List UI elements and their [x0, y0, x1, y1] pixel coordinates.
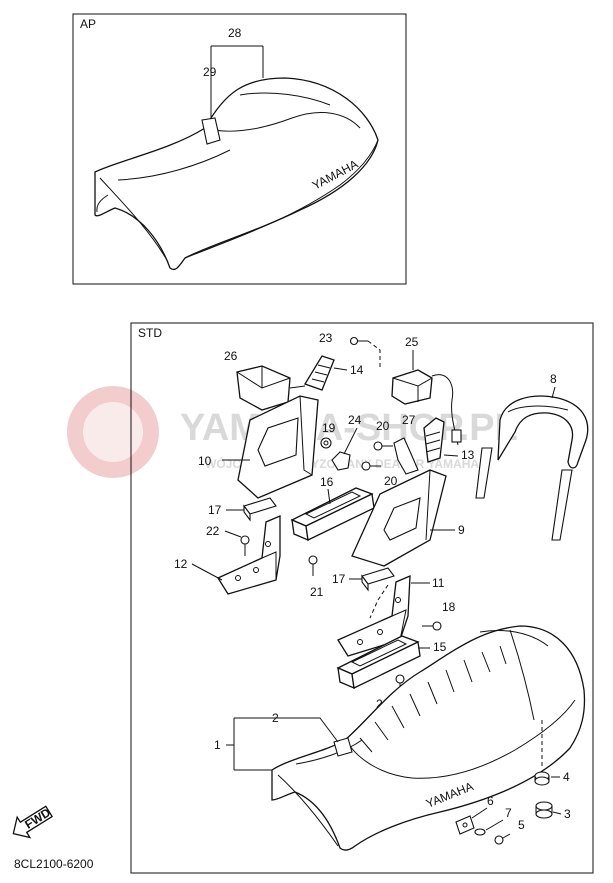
part-19-nut	[320, 437, 332, 449]
panel-std-title: STD	[138, 326, 162, 340]
part-6-plate	[455, 815, 475, 835]
callout-11: 11	[432, 576, 445, 590]
part-20-bolts	[361, 441, 393, 471]
part-7-washer	[474, 828, 486, 836]
callout-16: 16	[320, 475, 334, 489]
part-12-bracket	[217, 515, 281, 595]
part-23-screw	[349, 336, 368, 346]
callout-26: 26	[224, 349, 238, 363]
callout-21-a: 21	[310, 585, 324, 599]
callout-28: 28	[228, 26, 242, 40]
part-4-grommet	[534, 771, 550, 786]
callout-6: 6	[487, 794, 494, 808]
callout-24: 24	[348, 413, 362, 427]
part-11-bracket	[337, 574, 411, 657]
callout-20-b: 20	[384, 474, 398, 488]
callout-20-a: 20	[376, 419, 390, 433]
part-26-switch	[236, 365, 306, 411]
part-3-damper	[535, 801, 553, 819]
fwd-label: FWD	[22, 805, 53, 832]
callout-9: 9	[458, 523, 465, 537]
part-27-bracket	[393, 437, 419, 475]
callout-17-b: 17	[332, 572, 346, 586]
callout-22: 22	[206, 524, 220, 538]
part-13-grip	[423, 417, 445, 463]
callout-7: 7	[505, 806, 512, 820]
callout-5: 5	[518, 818, 525, 832]
part-16-pad	[290, 487, 375, 542]
part-15-pad	[336, 635, 421, 690]
panel-ap-title: AP	[80, 17, 96, 31]
seat-ap: YAMAHA	[94, 77, 379, 271]
part-17-spacer-right	[361, 567, 395, 592]
callout-29: 29	[203, 65, 217, 79]
part-25-switch	[391, 369, 462, 446]
part-10-bracket	[237, 395, 319, 499]
callout-3: 3	[564, 807, 571, 821]
part-14-grip	[304, 355, 335, 391]
part-8-grab-rail	[475, 395, 589, 541]
callout-1: 1	[214, 738, 221, 752]
panel-ap: AP YAMAHA 28 29	[72, 13, 407, 285]
callout-23: 23	[319, 331, 333, 345]
part-5-screw	[494, 833, 511, 845]
part-18-bolt	[422, 621, 442, 631]
callout-19: 19	[322, 421, 336, 435]
fwd-arrow-icon: FWD	[12, 805, 53, 839]
part-9-bracket	[351, 469, 447, 567]
callout-13: 13	[461, 448, 475, 462]
panel-std: STD 26 14 23 25	[130, 322, 594, 874]
callout-10: 10	[198, 454, 212, 468]
callout-12: 12	[174, 557, 188, 571]
callout-4: 4	[563, 770, 570, 784]
callout-17-a: 17	[208, 503, 222, 517]
callout-8: 8	[550, 372, 557, 386]
part-22-bolt	[240, 535, 250, 556]
callout-14: 14	[350, 363, 364, 377]
part-21-bolt-upper	[308, 555, 318, 576]
callout-18: 18	[442, 600, 456, 614]
callout-27: 27	[402, 413, 416, 427]
callout-15: 15	[433, 640, 447, 654]
callout-25: 25	[405, 335, 419, 349]
diagram-code: 8CL2100-6200	[14, 857, 94, 871]
part-17-spacer-left	[243, 497, 277, 522]
part-24-clip	[331, 451, 351, 471]
